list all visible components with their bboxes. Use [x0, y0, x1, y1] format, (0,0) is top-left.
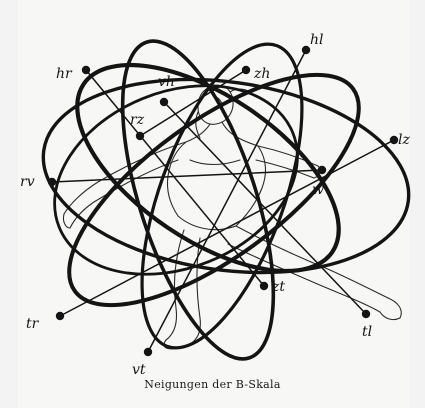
- node-dot-tr: [56, 312, 64, 320]
- label-rz: rz: [130, 112, 145, 128]
- orbit-c: [92, 24, 305, 376]
- label-hl: hl: [310, 32, 324, 48]
- figure-caption: Neigungen der B-Skala: [0, 378, 425, 391]
- line-tr-lz: [60, 140, 394, 316]
- label-rv: rv: [20, 174, 35, 190]
- label-zt: zt: [271, 279, 285, 295]
- node-dot-rv: [48, 178, 56, 186]
- node-dot-w: [318, 166, 326, 174]
- node-dot-vh: [160, 98, 168, 106]
- line-rv-w: [52, 170, 322, 182]
- label-hr: hr: [56, 66, 73, 82]
- node-dot-vt: [144, 348, 152, 356]
- node-dot-zt: [260, 282, 268, 290]
- label-lz: lz: [398, 132, 410, 148]
- node-dot-hl: [302, 46, 310, 54]
- label-zh: zh: [253, 66, 270, 82]
- label-tl: tl: [362, 324, 372, 340]
- label-vt: vt: [132, 362, 146, 378]
- node-dot-tl: [362, 310, 370, 318]
- node-dot-hr: [82, 66, 90, 74]
- node-dot-rz: [136, 132, 144, 140]
- label-w: w: [312, 182, 324, 198]
- label-vh: vh: [158, 74, 175, 90]
- label-tr: tr: [26, 316, 40, 332]
- node-dot-lz: [390, 136, 398, 144]
- node-dot-zh: [242, 66, 250, 74]
